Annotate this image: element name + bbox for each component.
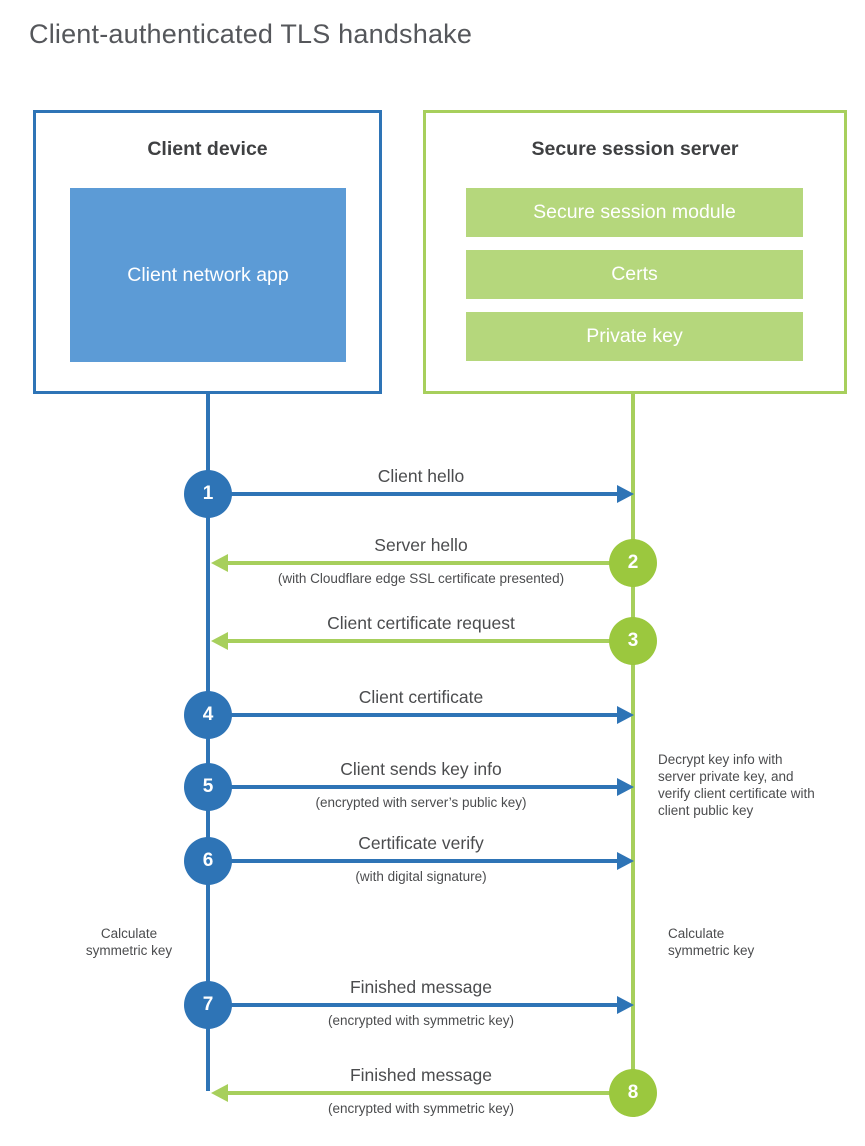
step-5-sublabel: (encrypted with server’s public key)	[315, 795, 527, 810]
step-7-label: Finished message	[349, 977, 493, 997]
arrow-left-icon	[211, 632, 228, 650]
client-device-title: Client device	[147, 138, 268, 160]
step-4-label: Client certificate	[358, 687, 484, 707]
step-8-label: Finished message	[349, 1065, 493, 1085]
client-network-app-box: Client network app	[70, 188, 346, 362]
step-6-sublabel: (with digital signature)	[355, 869, 487, 884]
arrow-left-icon	[211, 554, 228, 572]
step-1-arrow-line	[230, 492, 618, 496]
arrow-left-icon	[211, 1084, 228, 1102]
step-7-circle: 7	[184, 981, 232, 1029]
server-calculate-symmetric-key-note: Calculate symmetric key	[668, 926, 755, 958]
page-title: Client-authenticated TLS handshake	[29, 19, 473, 49]
step-2-sublabel: (with Cloudflare edge SSL certificate pr…	[277, 571, 565, 586]
server-decrypt-note: Decrypt key info with server private key…	[658, 752, 815, 818]
server-module-certs: Certs	[466, 250, 803, 299]
step-6-arrow-line	[230, 859, 618, 863]
arrow-right-icon	[617, 852, 634, 870]
step-7-sublabel: (encrypted with symmetric key)	[327, 1013, 515, 1028]
server-module-secure-session: Secure session module	[466, 188, 803, 237]
step-6-circle: 6	[184, 837, 232, 885]
server-module-private-key: Private key	[466, 312, 803, 361]
step-7-arrow-line	[230, 1003, 618, 1007]
step-8-sublabel: (encrypted with symmetric key)	[327, 1101, 515, 1116]
step-6-label: Certificate verify	[358, 833, 484, 853]
step-3-label: Client certificate request	[327, 613, 515, 633]
arrow-right-icon	[617, 778, 634, 796]
step-5-arrow-line	[230, 785, 618, 789]
secure-session-server-title: Secure session server	[531, 138, 739, 160]
arrow-right-icon	[617, 485, 634, 503]
client-calculate-symmetric-key-note: Calculate symmetric key	[85, 926, 173, 958]
step-5-label: Client sends key info	[340, 759, 502, 779]
client-lifeline	[206, 392, 210, 1091]
step-8-circle: 8	[609, 1069, 657, 1117]
step-1-circle: 1	[184, 470, 232, 518]
step-3-arrow-line	[227, 639, 611, 643]
step-1-label: Client hello	[377, 466, 465, 486]
step-3-circle: 3	[609, 617, 657, 665]
step-2-label: Server hello	[374, 535, 468, 555]
arrow-right-icon	[617, 706, 634, 724]
arrow-right-icon	[617, 996, 634, 1014]
step-4-arrow-line	[230, 713, 618, 717]
step-8-arrow-line	[227, 1091, 611, 1095]
step-5-circle: 5	[184, 763, 232, 811]
step-4-circle: 4	[184, 691, 232, 739]
step-2-circle: 2	[609, 539, 657, 587]
step-2-arrow-line	[227, 561, 611, 565]
server-lifeline	[631, 392, 635, 1093]
